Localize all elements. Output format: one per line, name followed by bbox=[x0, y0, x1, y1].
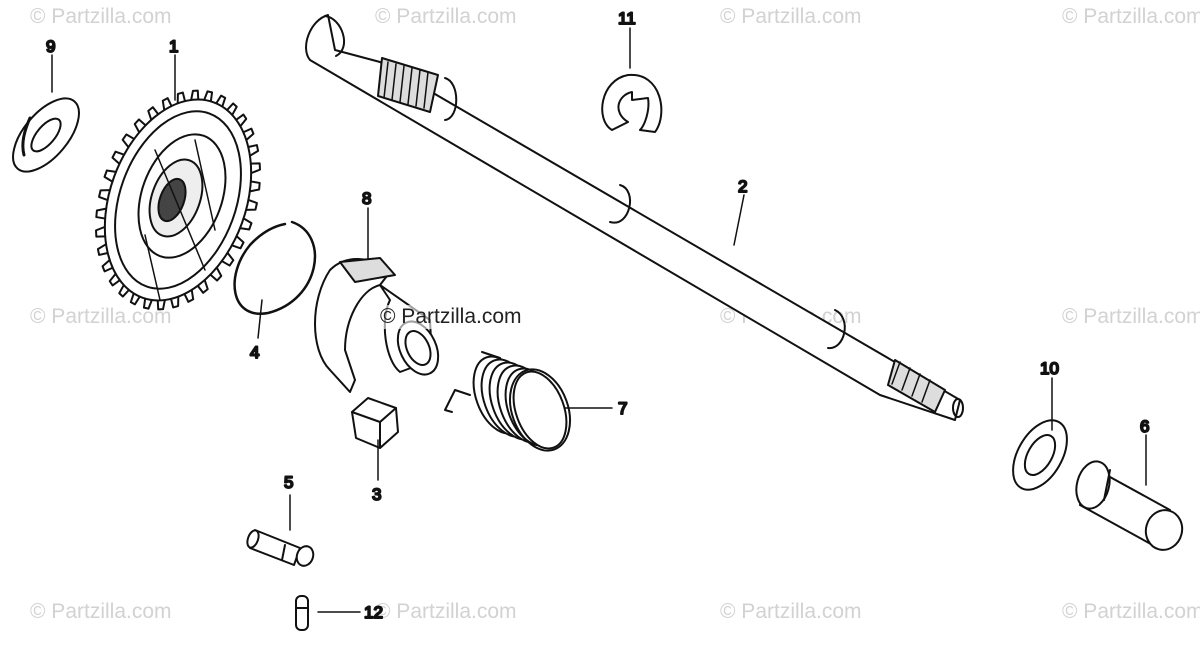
watermark: © Partzilla.com bbox=[375, 5, 517, 28]
part-9-washer[interactable] bbox=[1, 87, 91, 183]
watermark: © Partzilla.com bbox=[30, 5, 172, 28]
watermark: © Partzilla.com bbox=[720, 5, 862, 28]
gear-tooth bbox=[95, 207, 108, 220]
callout-3: 3 bbox=[372, 485, 381, 504]
gear-tooth bbox=[95, 225, 107, 238]
callout-8: 8 bbox=[362, 189, 371, 208]
gear-tooth bbox=[220, 251, 235, 267]
part-6-collar[interactable] bbox=[1071, 458, 1186, 554]
watermark: © Partzilla.com bbox=[375, 600, 517, 623]
spring-coil bbox=[512, 370, 568, 450]
watermark: © Partzilla.com bbox=[1062, 305, 1200, 328]
callout-9: 9 bbox=[46, 37, 55, 56]
callout-6: 6 bbox=[1140, 417, 1149, 436]
gear-tooth bbox=[156, 299, 166, 311]
gear-tooth bbox=[147, 106, 160, 121]
gear-tooth bbox=[247, 144, 260, 157]
part-4-circlip[interactable] bbox=[233, 220, 317, 315]
center-watermark: © Partzilla.com bbox=[380, 305, 522, 329]
callout-4: 4 bbox=[250, 343, 259, 362]
gear-tooth bbox=[133, 118, 147, 134]
gear-tooth bbox=[249, 162, 261, 175]
gear-tooth bbox=[209, 266, 223, 282]
callout-labels: 9 1 4 8 11 2 7 3 5 10 6 12 bbox=[45, 8, 1150, 623]
watermark: © Partzilla.com bbox=[30, 600, 172, 623]
gear-tooth bbox=[203, 90, 214, 103]
gear-tooth bbox=[230, 235, 245, 250]
part-5-pin[interactable] bbox=[245, 529, 316, 568]
part-7-spring[interactable] bbox=[444, 349, 581, 459]
callout-11: 11 bbox=[618, 9, 636, 28]
part-10-washer[interactable] bbox=[1002, 411, 1078, 499]
callout-7: 7 bbox=[618, 399, 627, 418]
callout-5: 5 bbox=[284, 473, 293, 492]
part-11-e-clip[interactable] bbox=[601, 73, 663, 133]
leader-lines bbox=[51, 27, 1147, 613]
gear-tooth bbox=[142, 297, 153, 310]
watermark: © Partzilla.com bbox=[1062, 600, 1200, 623]
callout-2: 2 bbox=[738, 177, 747, 196]
callout-12: 12 bbox=[364, 603, 383, 622]
watermark: © Partzilla.com bbox=[720, 600, 862, 623]
part-12-dowel-pin[interactable] bbox=[295, 595, 309, 631]
callout-1: 1 bbox=[169, 37, 178, 56]
part-2-shaft[interactable] bbox=[305, 14, 964, 421]
gear-tooth bbox=[190, 89, 200, 101]
callout-10: 10 bbox=[1040, 359, 1059, 378]
part-1-gear[interactable] bbox=[67, 68, 289, 333]
gear-tooth bbox=[111, 150, 126, 165]
gear-tooth bbox=[248, 180, 261, 193]
gear-tooth bbox=[96, 243, 109, 256]
watermark: © Partzilla.com bbox=[1062, 5, 1200, 28]
watermark: © Partzilla.com bbox=[30, 305, 172, 328]
gear-tooth bbox=[121, 133, 136, 149]
part-3-key[interactable] bbox=[351, 397, 399, 449]
gear-tooth bbox=[196, 279, 209, 294]
